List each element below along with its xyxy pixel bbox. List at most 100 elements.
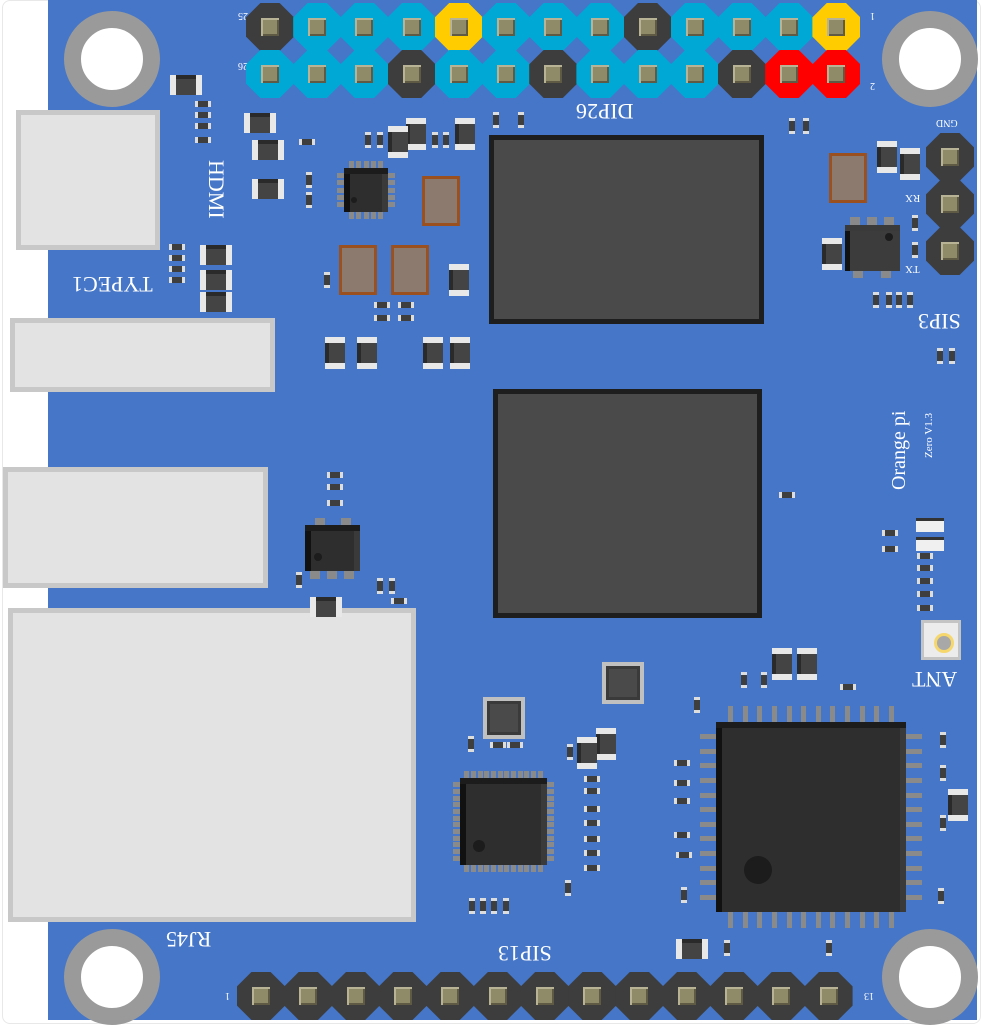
sip13-pin (710, 972, 758, 1020)
rj45-label: RJ45 (166, 927, 212, 952)
chip-leg (888, 706, 894, 722)
pin-pad-icon (393, 987, 412, 1005)
smd-capacitor (327, 484, 343, 490)
board-version: Zero V1.3 (923, 412, 935, 458)
smd-resistor (296, 572, 302, 588)
smd-capacitor (674, 760, 690, 766)
chip-leg (830, 912, 836, 928)
chip-leg (477, 771, 483, 778)
chip-leg (453, 788, 460, 794)
sip13-pin (757, 972, 806, 1020)
chip-leg (547, 788, 554, 794)
dip26-pin-gnd (387, 50, 436, 98)
pin-pad-icon (780, 18, 799, 36)
pin-pad-icon (544, 65, 563, 83)
smd-capacitor (490, 742, 506, 748)
dip26-pin-gpio (340, 3, 389, 51)
smd-resistor (377, 578, 383, 594)
dip26-pin1-label: 1 (870, 10, 875, 21)
dip26-pin-gpio (576, 3, 625, 51)
dip26-pin-gpio (246, 50, 294, 98)
smd-resistor (886, 292, 892, 308)
dip26-pin-gpio (718, 3, 766, 51)
chip-leg (786, 912, 792, 928)
sip13-pin (662, 972, 711, 1020)
chip-leg (906, 792, 922, 798)
chip-body (460, 778, 547, 865)
chip-leg (348, 161, 354, 168)
dip26-pin-gpio (340, 50, 389, 98)
smd-capacitor (374, 315, 390, 321)
pin-pad-icon (252, 987, 270, 1005)
smd-inductor (455, 118, 475, 150)
rj45-connector (8, 608, 416, 922)
chip-leg (378, 161, 384, 168)
smd-capacitor (391, 598, 407, 604)
smd-capacitor (584, 776, 600, 782)
smd-resistor (761, 672, 767, 688)
chip-leg (700, 865, 716, 871)
mount-hole-top-right (882, 11, 978, 107)
smd-ferrite (252, 140, 284, 160)
pin1-marker-icon (744, 856, 772, 884)
sip13-pin (520, 972, 569, 1020)
chip-leg (453, 822, 460, 828)
chip-leg (815, 706, 821, 722)
pin-pad-icon (535, 987, 554, 1005)
smd-ferrite (244, 113, 276, 133)
tantalum-cap-2 (339, 245, 377, 295)
chip-leg (859, 912, 865, 928)
chip-leg (363, 161, 369, 168)
sip3-rx-label: RX (905, 192, 921, 204)
pin-pad-icon (497, 65, 515, 83)
chip-leg (531, 771, 537, 778)
chip-leg (356, 212, 362, 219)
chip-leg (388, 187, 395, 193)
smd-resistor (432, 132, 438, 148)
chip-leg (497, 771, 503, 778)
dip26-pin-5v (765, 50, 814, 98)
chip-leg (771, 706, 777, 722)
chip-leg (511, 865, 517, 872)
dip26-pin2-label: 2 (870, 80, 875, 91)
pin-pad-icon (488, 987, 507, 1005)
crystal-2 (602, 662, 644, 704)
smd-capacitor (398, 315, 414, 321)
smd-resistor (491, 898, 497, 914)
smd-inductor (772, 648, 792, 680)
smd-capacitor (674, 780, 690, 786)
pin-pad-icon (941, 148, 959, 166)
dip26-label: DIP26 (576, 99, 634, 124)
sip3-label: SIP3 (918, 309, 961, 334)
pin-pad-icon (941, 242, 959, 260)
chip-leg (363, 212, 369, 219)
chip-leg (801, 706, 807, 722)
dip26-pin-gnd (623, 3, 672, 51)
smd-capacitor (398, 302, 414, 308)
smd-capacitor (507, 742, 523, 748)
smd-capacitor (917, 591, 933, 597)
smd-ferrite (200, 292, 232, 312)
tantalum-cap-4 (829, 153, 867, 203)
chip-leg (453, 795, 460, 801)
chip-leg (337, 187, 344, 193)
smd-capacitor (195, 101, 211, 107)
smd-capacitor (917, 565, 933, 571)
dip26-pin-3v3 (434, 3, 483, 51)
chip-leg (700, 748, 716, 754)
chip-leg (453, 782, 460, 788)
smd-capacitor (169, 255, 185, 261)
chip-leg (771, 912, 777, 928)
sip3-pin-rx (926, 180, 974, 228)
chip-leg (859, 706, 865, 722)
chip-leg (547, 842, 554, 848)
chip-leg (464, 771, 470, 778)
chip-leg (537, 865, 543, 872)
dip26-pin-gpio (293, 3, 342, 51)
chip-leg (888, 912, 894, 928)
chip-leg (874, 706, 880, 722)
dip26-pin-gpio (482, 3, 530, 51)
smd-resistor (306, 192, 312, 208)
mount-hole-bottom-left (64, 929, 160, 1025)
chip-leg (388, 180, 395, 186)
